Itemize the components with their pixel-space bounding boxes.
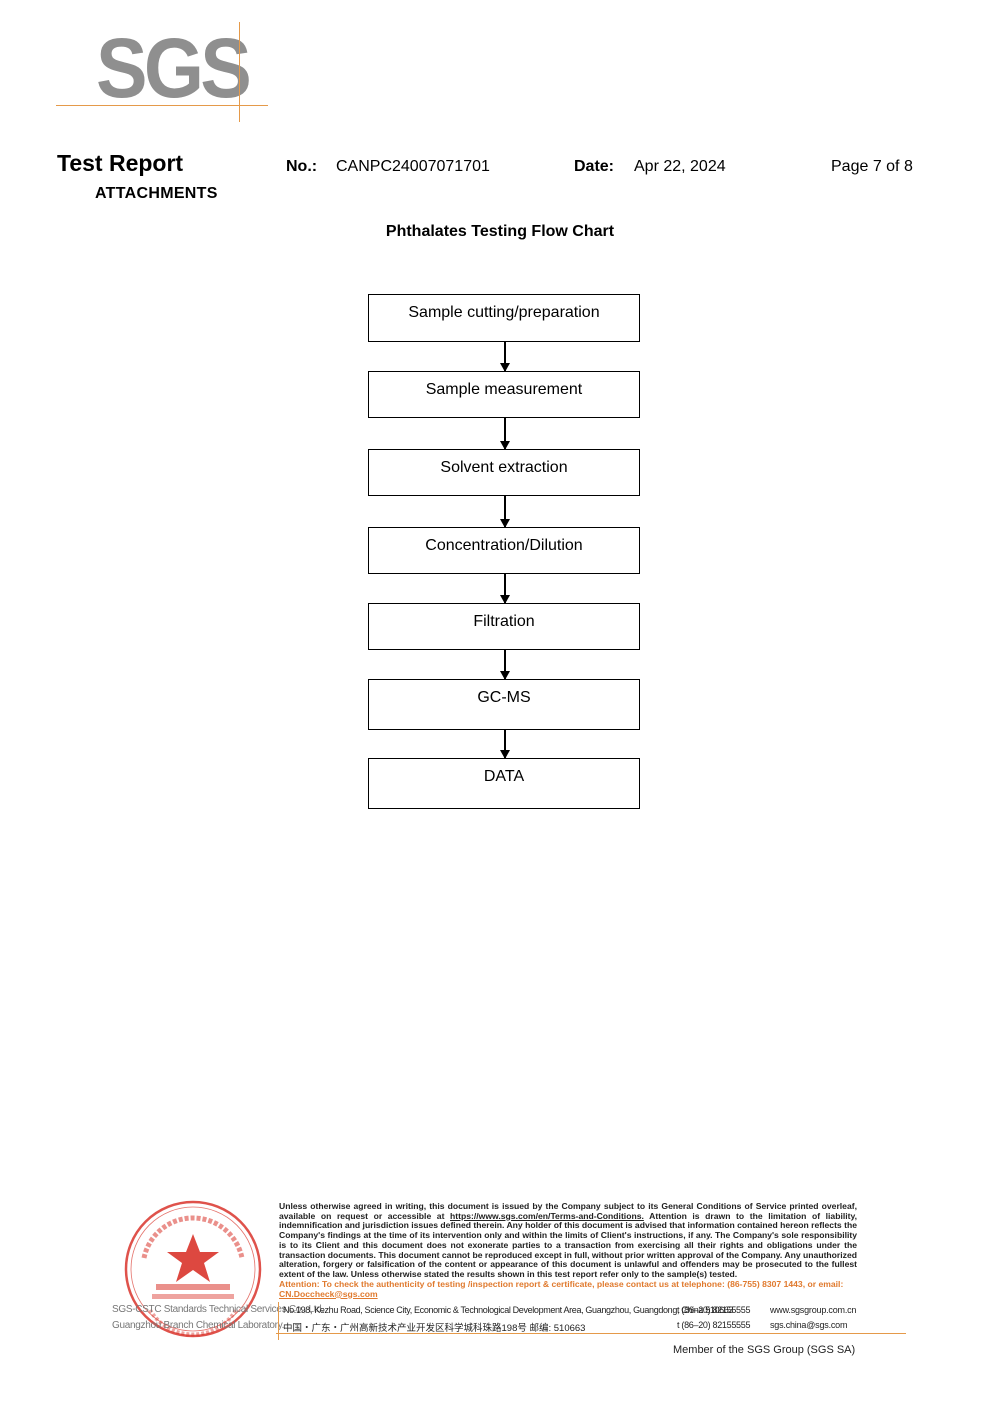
date-label: Date: [574,158,615,175]
flow-step-label: Sample measurement [425,381,583,398]
address-chinese: 中国・广东・广州高新技术产业开发区科学城科珠路198号 邮编: 510663 [283,1323,586,1334]
terms-link[interactable]: https://www.sgs.com/en/Terms-and-Conditi… [450,1210,644,1221]
flow-step-label: Concentration/Dilution [425,537,583,554]
telephone-2: t (86–20) 82155555 [677,1320,751,1330]
email-link[interactable]: sgs.china@sgs.com [770,1320,848,1330]
footer-disclaimer: Unless otherwise agreed in writing, this… [279,1201,857,1280]
report-number: CANPC24007071701 [336,158,490,175]
report-title: Test Report [57,150,184,176]
flow-step-filtration: Filtration [368,603,640,650]
flow-step-solvent-extraction: Solvent extraction [368,449,640,496]
flow-step-gc-ms: GC-MS [368,679,640,730]
flow-arrow [500,496,510,528]
address-english: No.198, Kezhu Road, Science City, Econom… [283,1305,734,1315]
company-name: SGS-CSTC Standards Technical Services Co… [112,1304,324,1315]
logo-text: SGS [96,21,252,115]
flow-step-label: DATA [483,768,525,785]
flow-arrow [500,574,510,604]
flow-step-label: GC-MS [477,689,531,706]
attention-text: Attention: To check the authenticity of … [279,1279,844,1289]
disclaimer-text-end: Attention is drawn to the limitation of … [279,1210,857,1279]
website-link[interactable]: www.sgsgroup.com.cn [770,1305,857,1315]
flow-chart-title: Phthalates Testing Flow Chart [385,223,615,240]
company-branch: Guangzhou Branch Chemical Laboratory. [112,1320,285,1331]
flow-step-data: DATA [368,758,640,809]
flow-arrow [500,730,510,759]
doccheck-email-link[interactable]: CN.Doccheck@sgs.com [279,1288,378,1299]
report-number-label: No.: [286,158,318,175]
flow-arrow [500,342,510,372]
disclaimer-text-start: Unless otherwise agreed in writing, this… [279,1201,857,1221]
flow-step-label: Sample cutting/preparation [408,304,600,321]
telephone-1: t (86–20) 82155555 [677,1305,751,1315]
footer-divider-vertical [278,1302,279,1340]
logo-horizontal-line [56,105,268,106]
flow-step-sample-measurement: Sample measurement [368,371,640,418]
authenticity-notice: Attention: To check the authenticity of … [279,1279,864,1299]
flow-step-label: Solvent extraction [440,459,568,476]
page-number: Page 7 of 8 [831,158,913,175]
flow-step-concentration-dilution: Concentration/Dilution [368,527,640,574]
section-heading: ATTACHMENTS [95,185,218,202]
flow-arrow [500,650,510,680]
flow-step-label: Filtration [473,613,535,630]
flow-step-sample-cutting: Sample cutting/preparation [368,294,640,342]
report-date: Apr 22, 2024 [634,158,726,175]
group-membership: Member of the SGS Group (SGS SA) [673,1344,856,1356]
official-seal-stamp [122,1198,264,1340]
seal-icon [124,1200,262,1338]
sgs-logo: SGS [56,22,270,124]
footer-divider-horizontal [276,1333,906,1334]
flow-arrow [500,418,510,450]
logo-vertical-line [239,22,240,122]
